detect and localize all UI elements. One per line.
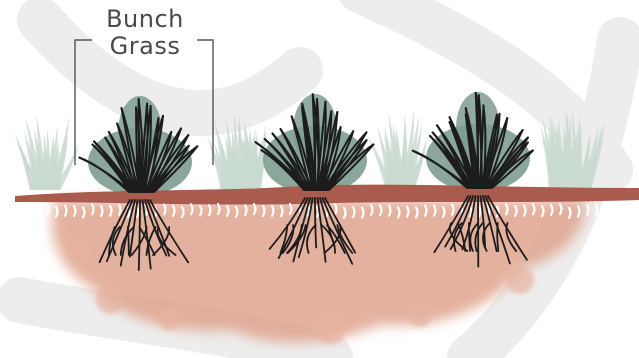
soil-pore — [614, 205, 616, 215]
grass-root-branch — [497, 223, 498, 251]
soil-pore — [29, 205, 31, 215]
soil-pore — [38, 207, 40, 217]
soil-pore — [20, 206, 22, 216]
soil-pore — [47, 205, 49, 215]
soil-pore — [605, 208, 607, 218]
label-line-1: Bunch — [80, 6, 210, 33]
label-line-2: Grass — [80, 33, 210, 60]
bunch-grass-label: Bunch Grass — [80, 6, 210, 60]
